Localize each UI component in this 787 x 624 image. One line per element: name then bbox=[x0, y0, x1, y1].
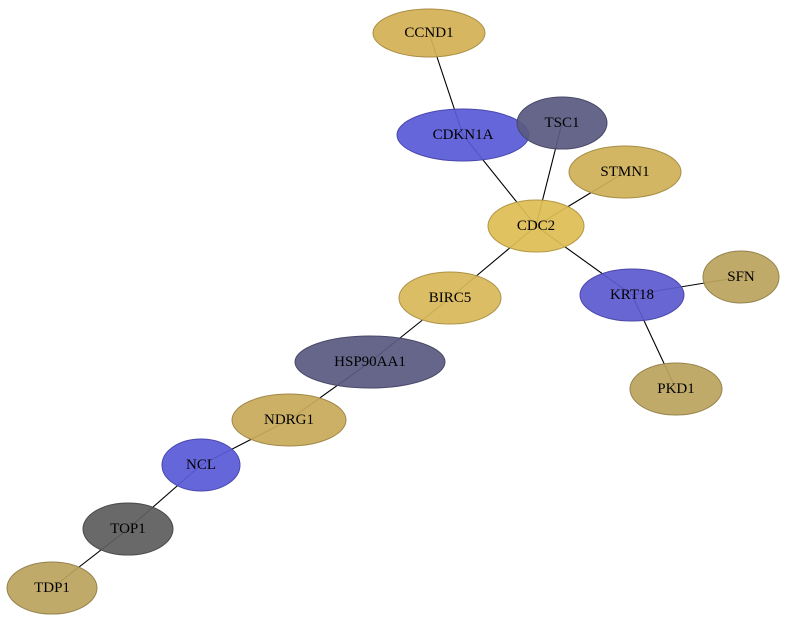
node-label: PKD1 bbox=[657, 381, 695, 397]
node-label: NDRG1 bbox=[264, 412, 314, 428]
node-label: NCL bbox=[186, 457, 216, 473]
node-label: CDC2 bbox=[517, 218, 555, 234]
node-label: BIRC5 bbox=[429, 290, 472, 306]
node-label: SFN bbox=[727, 269, 755, 285]
node-shape bbox=[231, 393, 347, 447]
node-shape bbox=[702, 250, 780, 304]
node-label: KRT18 bbox=[610, 287, 654, 303]
node-shape bbox=[579, 268, 685, 322]
node-top1[interactable]: TOP1 bbox=[82, 502, 174, 556]
node-sfn[interactable]: SFN bbox=[702, 250, 780, 304]
node-ccnd1[interactable]: CCND1 bbox=[372, 8, 486, 58]
node-pkd1[interactable]: PKD1 bbox=[629, 362, 723, 416]
node-stmn1[interactable]: STMN1 bbox=[568, 145, 682, 199]
node-label: CCND1 bbox=[404, 25, 453, 41]
node-ncl[interactable]: NCL bbox=[161, 438, 241, 492]
node-shape bbox=[294, 335, 446, 389]
node-shape bbox=[372, 8, 486, 58]
node-krt18[interactable]: KRT18 bbox=[579, 268, 685, 322]
node-label: HSP90AA1 bbox=[334, 354, 406, 370]
node-birc5[interactable]: BIRC5 bbox=[398, 271, 502, 325]
node-cdkn1a[interactable]: CDKN1A bbox=[396, 108, 530, 162]
node-shape bbox=[568, 145, 682, 199]
node-cdc2[interactable]: CDC2 bbox=[487, 199, 585, 253]
node-shape bbox=[398, 271, 502, 325]
node-label: CDKN1A bbox=[433, 127, 494, 143]
node-label: STMN1 bbox=[600, 164, 649, 180]
node-tsc1[interactable]: TSC1 bbox=[516, 96, 608, 150]
node-ndrg1[interactable]: NDRG1 bbox=[231, 393, 347, 447]
node-hsp90aa1[interactable]: HSP90AA1 bbox=[294, 335, 446, 389]
node-shape bbox=[487, 199, 585, 253]
node-label: TSC1 bbox=[544, 115, 579, 131]
node-label: TDP1 bbox=[34, 580, 70, 596]
node-shape bbox=[516, 96, 608, 150]
node-tdp1[interactable]: TDP1 bbox=[6, 561, 98, 615]
node-label: TOP1 bbox=[110, 521, 146, 537]
node-shape bbox=[6, 561, 98, 615]
node-shape bbox=[82, 502, 174, 556]
node-shape bbox=[161, 438, 241, 492]
node-shape bbox=[629, 362, 723, 416]
